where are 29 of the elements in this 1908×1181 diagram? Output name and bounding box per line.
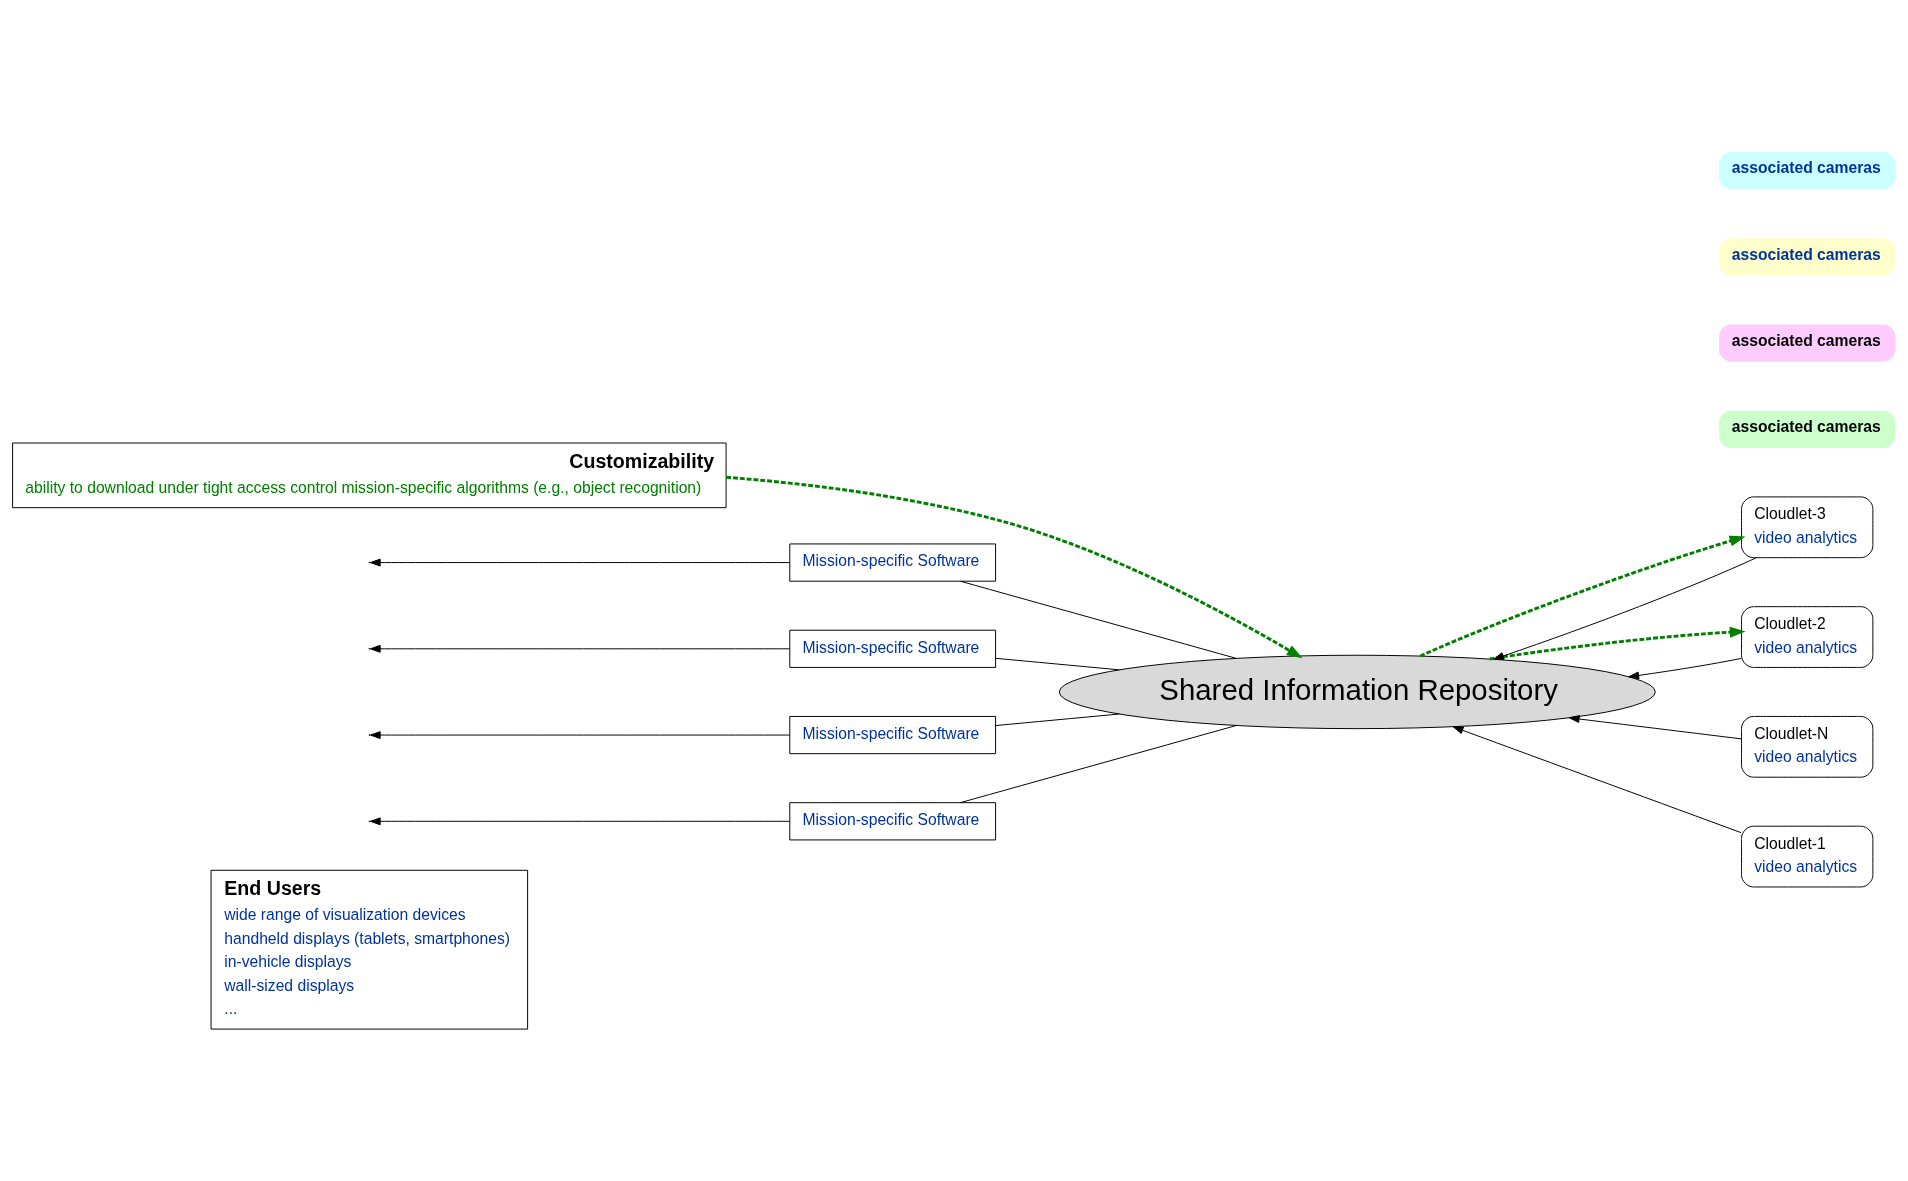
node-box: Cloudlet-2 video analytics — [1741, 606, 1874, 668]
node-box: Mission-specific Software — [789, 629, 997, 668]
arrow — [369, 644, 791, 653]
node-box: associated cameras — [1719, 324, 1896, 362]
arrow — [1419, 535, 1746, 658]
arrow — [1628, 657, 1742, 680]
node-box: associated cameras — [1719, 410, 1896, 448]
node-box: Customizability ability to download under tight access control mission-specific algorithms (e.g., object recognition) — [12, 442, 727, 509]
node-box: Cloudlet-3 video analytics — [1741, 496, 1874, 559]
connector — [960, 580, 1237, 659]
arrow — [1452, 726, 1742, 834]
node-box: associated cameras — [1719, 238, 1896, 276]
arrow — [1568, 715, 1742, 740]
arrow — [369, 817, 791, 826]
node-box: End Users wide range of visualization devices handheld displays (tablets, smartphones) in-vehicle displays wall-sized displays ... — [210, 869, 529, 1030]
node-box: Cloudlet-1 video analytics — [1741, 825, 1874, 888]
arrow — [726, 475, 1303, 659]
arrow — [1493, 557, 1757, 660]
connector — [995, 713, 1120, 727]
node-box: Cloudlet-N video analytics — [1741, 715, 1874, 778]
arrow — [369, 558, 791, 567]
node-box: Mission-specific Software — [789, 802, 997, 841]
connector — [995, 657, 1120, 671]
arrow — [369, 731, 791, 739]
arrow — [1489, 626, 1746, 661]
node-box: associated cameras — [1719, 151, 1896, 190]
connector — [960, 725, 1237, 804]
node-box: Mission-specific Software — [789, 543, 997, 582]
node-box: Mission-specific Software — [789, 715, 997, 755]
